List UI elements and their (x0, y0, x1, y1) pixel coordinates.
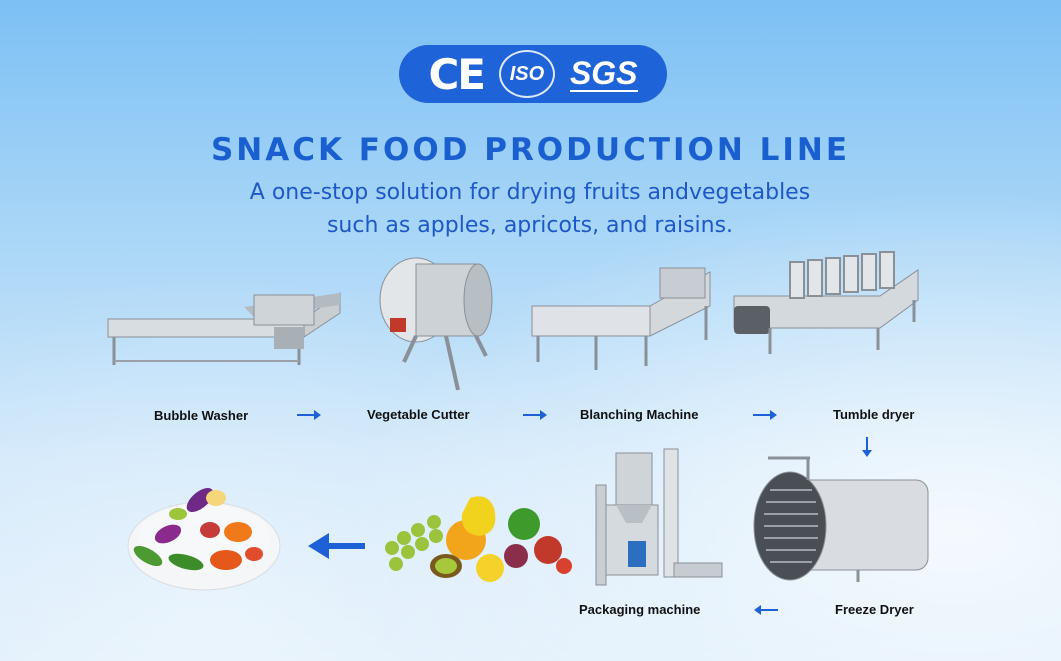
tumble-dryer-machine (733, 251, 919, 354)
certification-badge: CE ISO SGS (399, 45, 667, 103)
vegetable-cutter-machine (379, 257, 493, 391)
blanching-machine (531, 267, 711, 370)
step-label-tumble-dryer: Tumble dryer (833, 407, 915, 422)
freeze-dryer-machine (753, 456, 929, 582)
arrow-left-icon (754, 605, 778, 615)
fresh-fruits-image (385, 496, 572, 582)
subtitle-line-1: A one-stop solution for drying fruits an… (249, 180, 811, 205)
step-label-packaging-machine: Packaging machine (579, 602, 701, 617)
step-label-vegetable-cutter: Vegetable Cutter (367, 407, 470, 422)
step-label-freeze-dryer: Freeze Dryer (835, 602, 914, 617)
sgs-mark: SGS (569, 55, 638, 92)
dried-vegetable-chips-bowl (127, 488, 281, 591)
subtitle-line-2: such as apples, apricots, and raisins. (326, 213, 734, 238)
packaging-machine (595, 448, 723, 586)
arrow-right-icon (523, 410, 547, 420)
page-subtitle: A one-stop solution for drying fruits an… (180, 176, 880, 242)
step-label-blanching-machine: Blanching Machine (580, 407, 699, 422)
large-arrow-left-icon (308, 533, 365, 559)
iso-mark: ISO (498, 50, 555, 98)
arrow-right-icon (297, 410, 321, 420)
step-label-bubble-washer: Bubble Washer (154, 408, 249, 423)
arrow-down-icon (862, 437, 872, 457)
page-title: SNACK FOOD PRODUCTION LINE (210, 132, 850, 168)
arrow-right-icon (753, 410, 777, 420)
ce-mark: CE (428, 49, 485, 99)
bubble-washer-machine (107, 292, 341, 365)
